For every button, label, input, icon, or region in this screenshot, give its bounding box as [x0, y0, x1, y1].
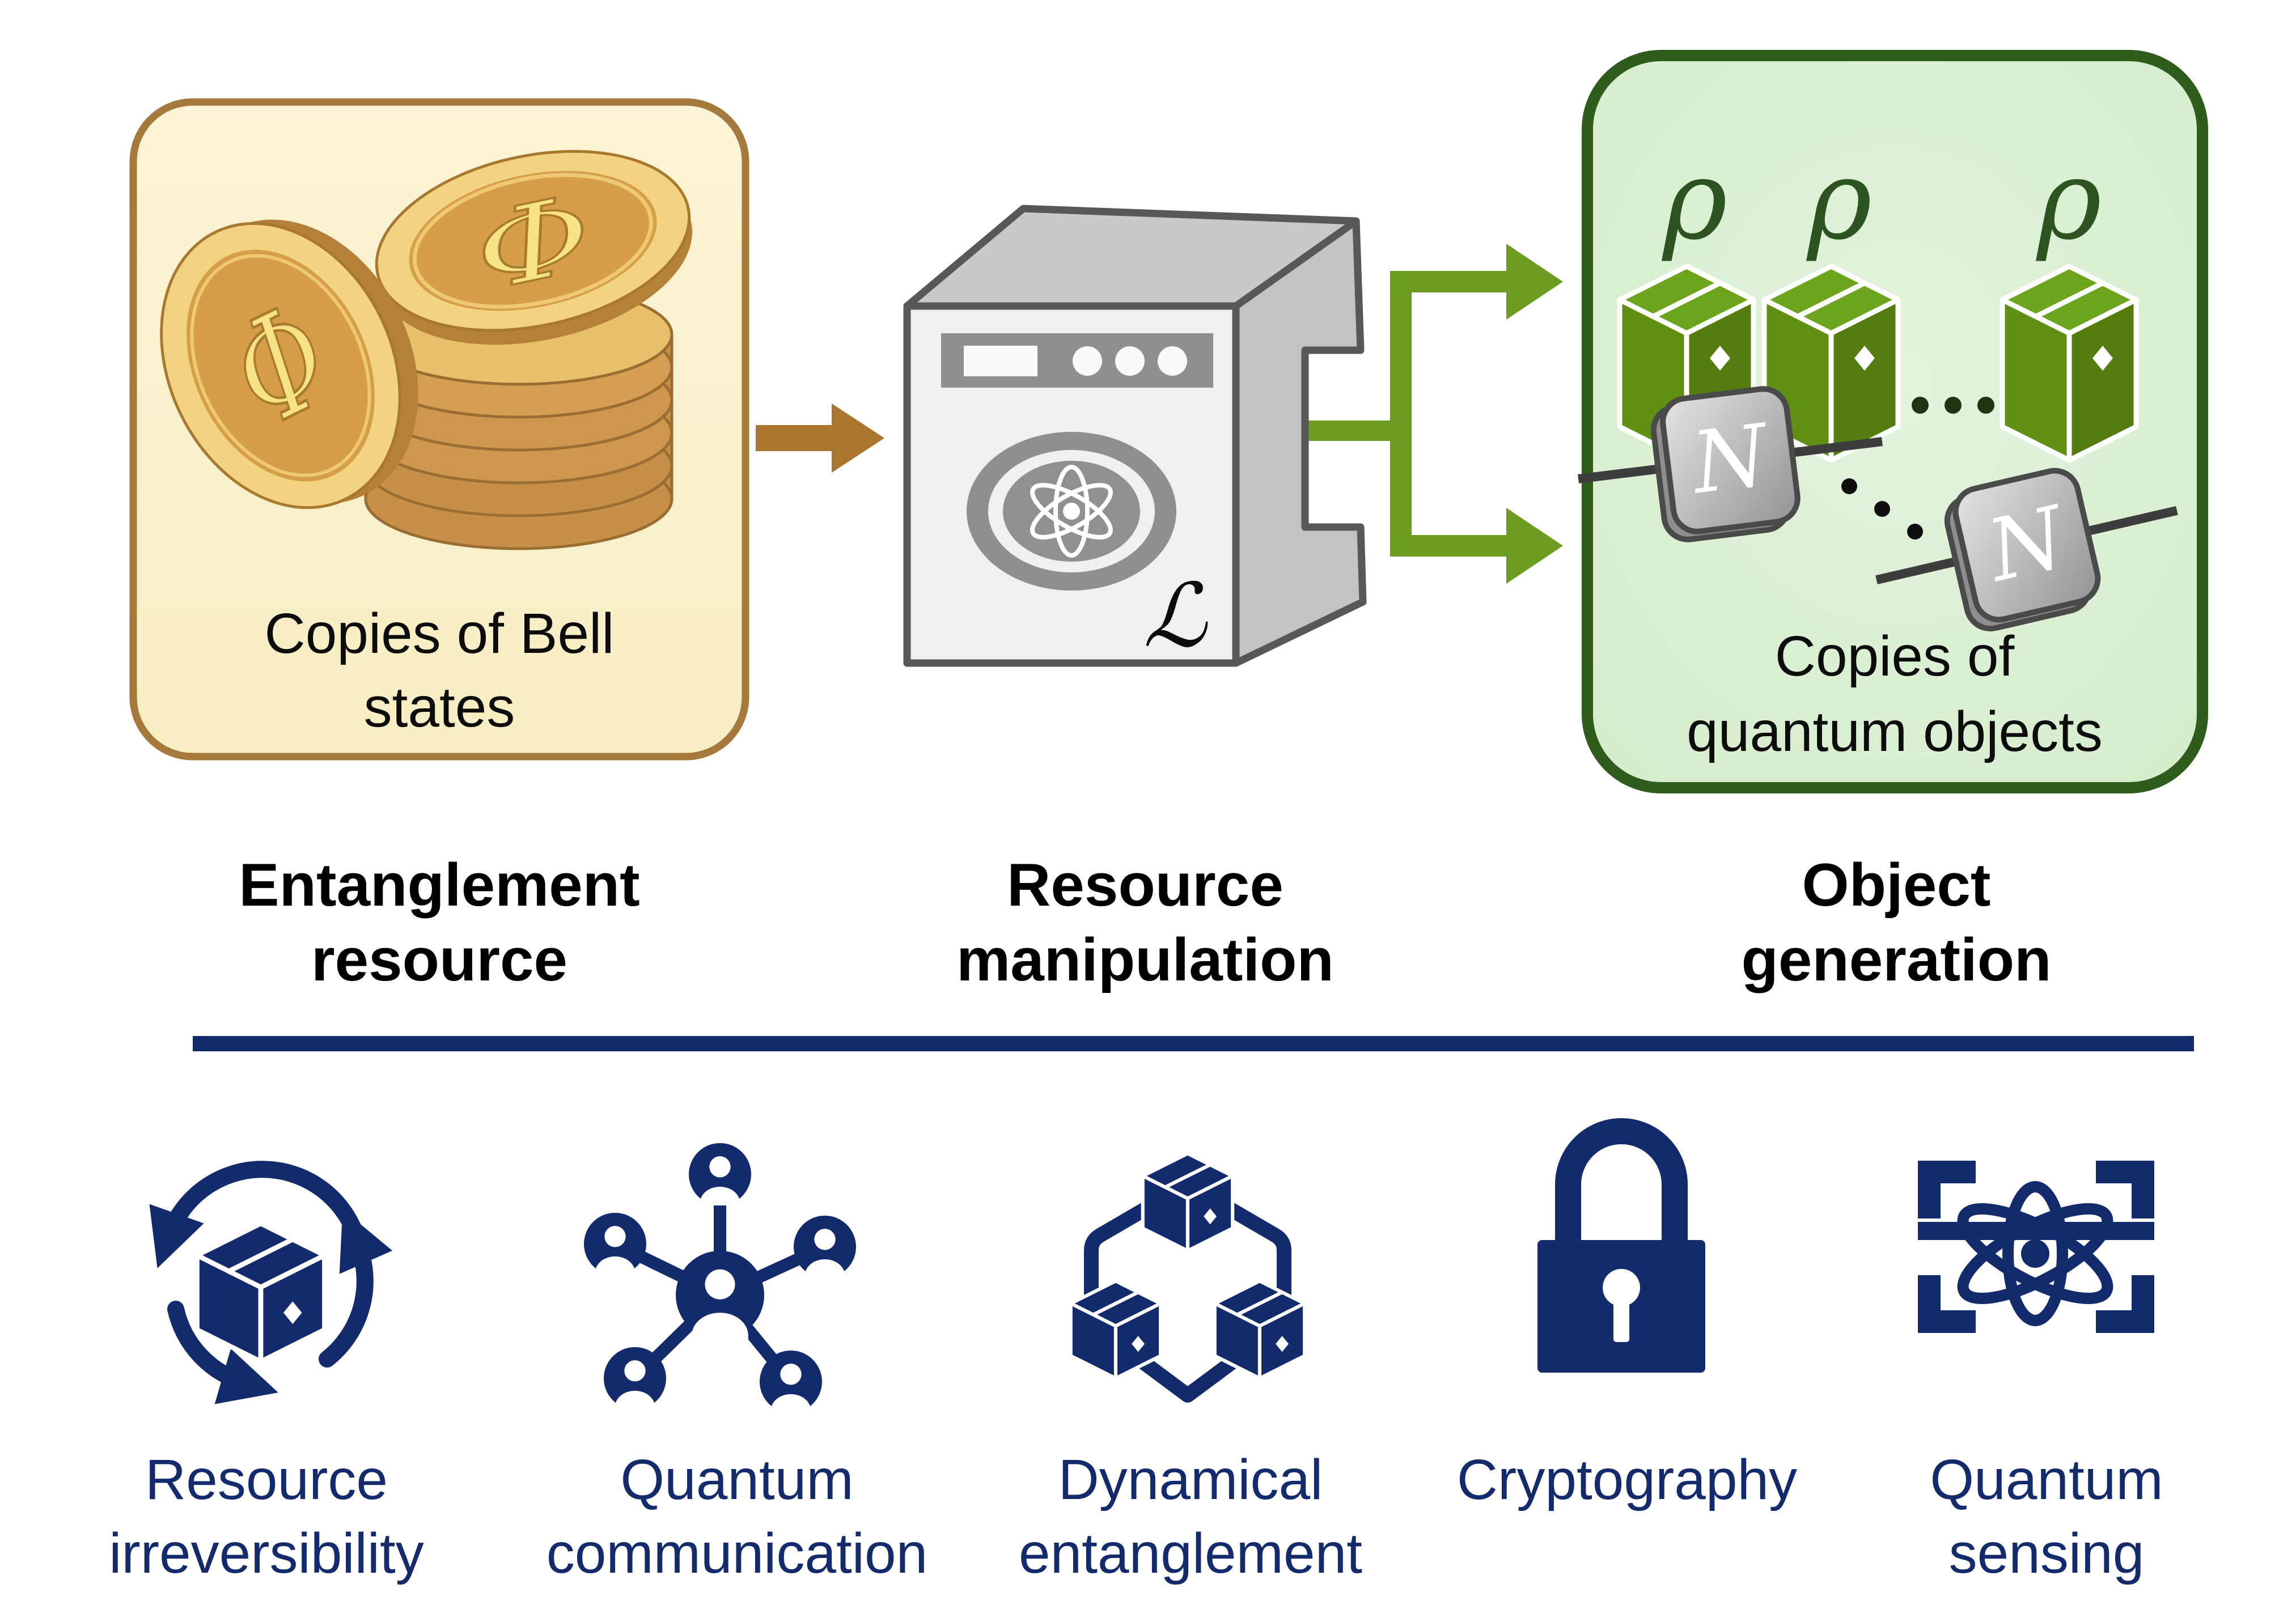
- top-coin: Φ: [375, 150, 693, 345]
- atom-icon: [1030, 465, 1113, 558]
- app-label-dynamical-entanglement-line1: Dynamical: [1058, 1448, 1323, 1511]
- quantum-objects-label-line2: quantum objects: [1687, 700, 2103, 763]
- app-label-quantum-sensing-line2: sensing: [1949, 1522, 2145, 1585]
- quantum-channel-gate: N: [1875, 468, 2178, 632]
- caption-entanglement-resource-line2: resource: [311, 925, 567, 993]
- washing-machine: ℒ: [903, 205, 1367, 667]
- bell-states-label-line2: states: [364, 676, 515, 739]
- machine-button: [1158, 346, 1187, 376]
- rho-symbol: ρ: [1806, 135, 1873, 264]
- quantum-channel-gate: N: [1578, 386, 1883, 542]
- dynamical-entanglement-icon: [1071, 1153, 1304, 1403]
- person-node-icon: [584, 1213, 646, 1275]
- leaning-coin: Φ: [160, 219, 418, 509]
- bell-states-label-line1: Copies of Bell: [265, 602, 615, 665]
- quantum-objects-label-line1: Copies of: [1775, 625, 2015, 688]
- channel-N-label: N: [1685, 406, 1776, 513]
- caption-resource-manipulation-line1: Resource: [1007, 851, 1283, 919]
- caption-object-generation-line2: generation: [1742, 925, 2052, 993]
- app-label-cryptography: Cryptography: [1457, 1448, 1797, 1511]
- ellipsis-dots-channels: [1841, 478, 1923, 540]
- app-label-dynamical-entanglement-line2: entanglement: [1019, 1522, 1362, 1585]
- person-node-icon: [604, 1347, 666, 1409]
- app-label-quantum-communication-line1: Quantum: [620, 1448, 853, 1511]
- app-label-resource-irreversibility-line1: Resource: [145, 1448, 388, 1511]
- machine-script-L-label: ℒ: [1143, 564, 1208, 667]
- rho-symbol: ρ: [1662, 135, 1728, 264]
- atom-icon: [1957, 1181, 2113, 1326]
- caption-resource-manipulation-line2: manipulation: [956, 925, 1334, 993]
- machine-button: [1115, 346, 1145, 376]
- fork-arrowhead-top: [1506, 244, 1563, 320]
- fork-stub: [1301, 421, 1393, 441]
- person-node-icon: [689, 1143, 751, 1205]
- resource-irreversibility-icon: [149, 1161, 393, 1404]
- app-label-quantum-communication-line2: communication: [547, 1522, 928, 1585]
- machine-display: [964, 346, 1037, 376]
- person-node-icon: [760, 1351, 822, 1413]
- quantum-state-box: [2002, 266, 2136, 460]
- cube-icon: [1143, 1153, 1232, 1251]
- ellipsis-dots-states: [1912, 397, 1994, 414]
- object-generation-box: ρ ρ ρ N N Copies of quantum objects: [1578, 50, 2208, 793]
- app-label-quantum-sensing-line1: Quantum: [1930, 1448, 2163, 1511]
- resource-input-arrow: [756, 404, 884, 473]
- cube-icon: [1071, 1281, 1160, 1378]
- coin-phi-symbol: Φ: [464, 171, 603, 315]
- person-node-icon: [794, 1216, 856, 1278]
- quantum-sensing-icon: [1918, 1161, 2154, 1333]
- fork-arrows: [1390, 244, 1563, 584]
- cryptography-lock-icon: [1537, 1118, 1705, 1373]
- quantum-communication-icon: [584, 1143, 856, 1413]
- box-icon: [197, 1224, 325, 1362]
- cube-icon: [1215, 1281, 1304, 1378]
- caption-entanglement-resource-line1: Entanglement: [239, 851, 639, 919]
- caption-object-generation-line1: Object: [1802, 851, 1991, 919]
- person-node-icon: [676, 1251, 764, 1339]
- fork-arrowhead-bottom: [1506, 508, 1563, 584]
- app-label-resource-irreversibility-line2: irreversibility: [109, 1522, 424, 1585]
- keyhole: [1603, 1269, 1640, 1306]
- bell-state-coins-illustration: Φ Φ: [160, 150, 693, 550]
- divider-line: [193, 1036, 2194, 1051]
- entanglement-resource-box: Φ Φ Copies of Bell states: [129, 98, 749, 761]
- rho-symbol: ρ: [2036, 135, 2102, 264]
- machine-button: [1073, 346, 1102, 376]
